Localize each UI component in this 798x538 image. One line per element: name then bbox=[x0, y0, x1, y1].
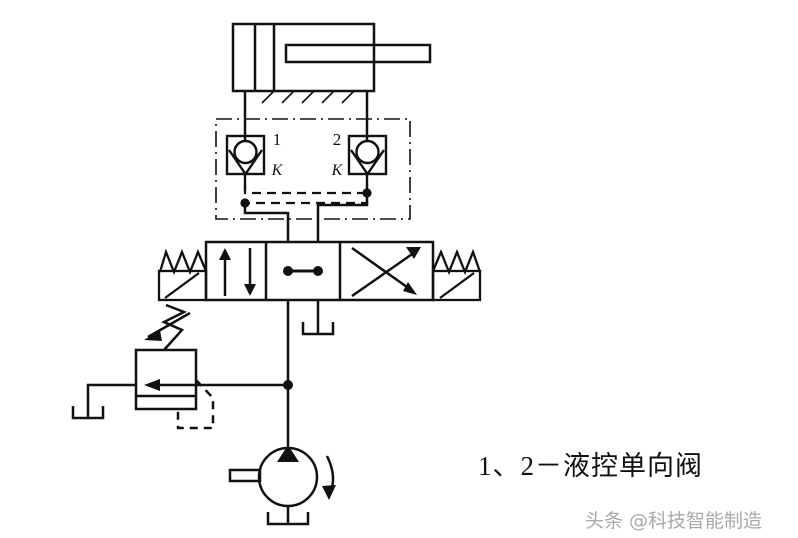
check-valve-2-label: 2 bbox=[333, 130, 342, 149]
dcv-right-actuator[interactable] bbox=[431, 248, 482, 302]
cylinder-ground-hatching bbox=[261, 90, 355, 104]
dcv-left-position-arrows bbox=[219, 248, 256, 296]
pilot-line-valve1 bbox=[243, 185, 367, 195]
pilot-check-valve-1 bbox=[225, 134, 266, 190]
valve-block-to-dcv-lines bbox=[243, 193, 369, 242]
dcv-left-actuator[interactable] bbox=[157, 248, 208, 302]
dcv-right-spring bbox=[431, 248, 482, 276]
pump-drive-shaft bbox=[228, 468, 262, 483]
line-valve2-to-dcv-port-b bbox=[316, 193, 369, 242]
tank-symbol-left bbox=[71, 406, 105, 420]
relief-valve-pilot-dashed-line bbox=[176, 379, 215, 430]
cylinder-barrel bbox=[231, 22, 376, 93]
relief-valve[interactable] bbox=[86, 303, 288, 430]
dcv-tank-line-group bbox=[301, 300, 335, 336]
pilot-port-label-right: K bbox=[331, 162, 344, 179]
relief-valve-body[interactable] bbox=[134, 348, 198, 411]
relief-valve-outlet-line bbox=[86, 383, 136, 418]
check-valve-1-label: 1 bbox=[273, 130, 282, 149]
dcv-right-actuator-box[interactable] bbox=[431, 269, 482, 302]
hydraulic-pump bbox=[228, 445, 336, 526]
pump-flow-triangle bbox=[277, 445, 299, 462]
cylinder-assembly bbox=[231, 22, 432, 93]
diagram-caption: 1、2－液控单向阀 bbox=[478, 451, 703, 481]
pilot-check-valve-2 bbox=[347, 134, 388, 190]
watermark: 头条 @科技智能制造 bbox=[585, 510, 763, 532]
directional-control-valve bbox=[204, 240, 435, 302]
cylinder-piston-rod bbox=[284, 43, 432, 64]
dcv-right-actuator-lever bbox=[439, 272, 475, 299]
dcv-right-position-arrows bbox=[351, 246, 421, 298]
cylinder-port-lines bbox=[243, 91, 369, 140]
check-valve-2-ball bbox=[355, 139, 380, 165]
dcv-left-spring bbox=[158, 248, 208, 276]
pump-rotation-arrowhead bbox=[322, 485, 336, 500]
check-valve-1-ball bbox=[233, 139, 258, 165]
relief-valve-adjust-arrowhead bbox=[144, 330, 162, 341]
pressure-line-junction-dot bbox=[283, 380, 293, 390]
line-valve1-to-dcv-port-a bbox=[243, 203, 290, 242]
relief-valve-adjust-arrow-shaft bbox=[147, 311, 191, 339]
pilot-check-valve-block-enclosure bbox=[215, 118, 411, 220]
relief-valve-flow-arrow bbox=[144, 379, 196, 391]
tank-symbol-pump bbox=[266, 512, 310, 526]
dcv-left-actuator-lever bbox=[164, 272, 200, 299]
dcv-center-position bbox=[283, 266, 323, 276]
dcv-left-actuator-box[interactable] bbox=[157, 269, 208, 302]
pilot-port-label-left: K bbox=[271, 162, 284, 179]
pilot-control-lines bbox=[243, 185, 369, 205]
dcv-tank-symbol bbox=[301, 322, 335, 336]
relief-valve-spring bbox=[161, 303, 188, 351]
